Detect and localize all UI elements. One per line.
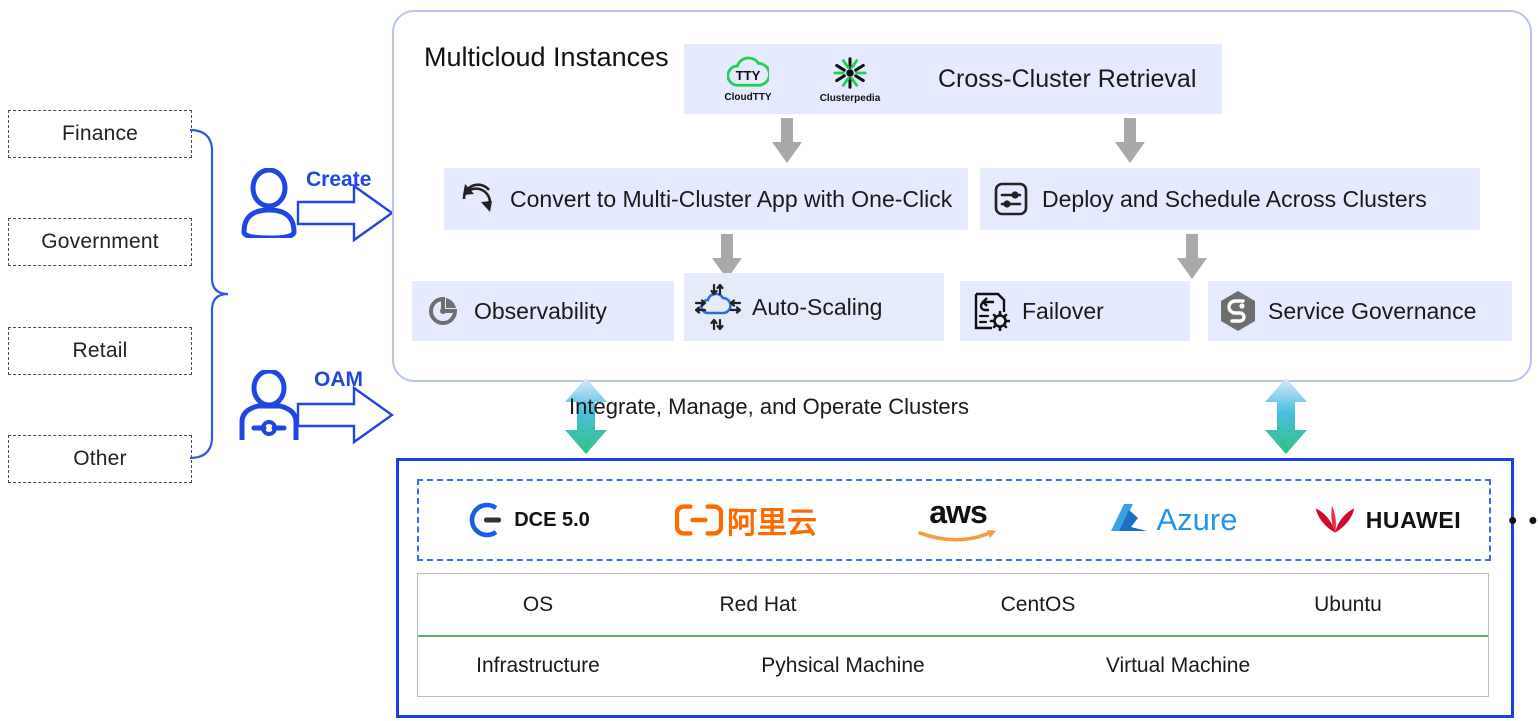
sliders-icon <box>980 181 1042 217</box>
aws-label: aws <box>929 493 987 530</box>
donut-chart-icon <box>412 293 474 329</box>
infra-physical-machine: Pyhsical Machine <box>761 653 925 677</box>
infrastructure-panel: DCE 5.0 阿里云 aws Azure <box>396 458 1538 718</box>
observability-label: Observability <box>474 297 607 324</box>
observability-card[interactable]: Observability <box>412 281 674 341</box>
alibaba-cloud-logo[interactable]: 阿里云 <box>637 498 855 542</box>
table-divider <box>418 635 1488 637</box>
create-arrow <box>296 183 394 243</box>
user-wrench-icon <box>239 370 299 440</box>
down-arrow-icon <box>772 118 802 163</box>
service-governance-card[interactable]: Service Governance <box>1208 281 1512 341</box>
bidirectional-arrow-right <box>1265 378 1307 454</box>
industry-brace <box>189 128 229 460</box>
huawei-label: HUAWEI <box>1365 506 1462 533</box>
industry-label: Retail <box>72 339 128 362</box>
user-icon <box>241 168 297 238</box>
industry-box-government[interactable]: Government <box>8 218 192 266</box>
dce-logo[interactable]: DCE 5.0 <box>419 500 637 540</box>
os-centos: CentOS <box>1000 592 1076 616</box>
create-actor-label: Create <box>306 168 372 191</box>
os-row-header: OS <box>522 592 554 616</box>
os-redhat: Red Hat <box>719 592 797 616</box>
failover-card[interactable]: Failover <box>960 281 1190 341</box>
industry-label: Government <box>41 230 159 253</box>
industry-box-retail[interactable]: Retail <box>8 327 192 375</box>
svg-text:TTY: TTY <box>736 68 761 83</box>
down-arrow-icon <box>1115 118 1145 163</box>
os-ubuntu: Ubuntu <box>1314 592 1382 616</box>
industry-box-other[interactable]: Other <box>8 435 192 483</box>
infra-virtual-machine: Virtual Machine <box>1105 653 1251 677</box>
huawei-logo[interactable]: HUAWEI <box>1283 503 1489 537</box>
cloudtty-logo: TTY CloudTTY <box>700 56 796 103</box>
down-arrow-icon <box>1177 234 1207 279</box>
cloudtty-label: CloudTTY <box>724 91 772 103</box>
deploy-schedule-clusters-label: Deploy and Schedule Across Clusters <box>1042 185 1427 212</box>
convert-multicluster-app-label: Convert to Multi-Cluster App with One-Cl… <box>510 185 953 212</box>
convert-multicluster-app-card[interactable]: Convert to Multi-Cluster App with One-Cl… <box>444 168 968 230</box>
cross-cluster-retrieval-card[interactable]: TTY CloudTTY Clusterpedia Cross-Cluster … <box>684 44 1222 114</box>
industry-label: Finance <box>61 122 139 145</box>
dce-label: DCE 5.0 <box>514 508 590 531</box>
aws-logo[interactable]: aws <box>855 496 1061 545</box>
infra-row-header: Infrastructure <box>476 653 600 677</box>
table-row-os: OS Red Hat CentOS Ubuntu <box>418 574 1488 635</box>
table-row-infrastructure: Infrastructure Pyhsical Machine Virtual … <box>418 635 1488 696</box>
bidirectional-arrow-left <box>565 378 607 454</box>
mesh-hexagon-icon <box>1208 290 1268 332</box>
sync-icon <box>444 180 510 218</box>
clusterpedia-label: Clusterpedia <box>819 92 881 104</box>
auto-scaling-card[interactable]: Auto-Scaling <box>684 273 944 341</box>
down-arrow-icon <box>712 234 742 279</box>
industry-box-finance[interactable]: Finance <box>8 110 192 158</box>
oam-actor-label: OAM <box>314 368 363 391</box>
azure-label: Azure <box>1156 502 1238 537</box>
industry-label: Other <box>73 447 127 470</box>
more-vendors-ellipsis[interactable]: • • • <box>1508 504 1538 535</box>
auto-scaling-label: Auto-Scaling <box>752 293 883 320</box>
integrate-manage-operate-label: Integrate, Manage, and Operate Clusters <box>569 394 969 419</box>
service-governance-label: Service Governance <box>1268 297 1477 324</box>
cloud-vendor-strip: DCE 5.0 阿里云 aws Azure <box>417 479 1538 561</box>
clusterpedia-logo: Clusterpedia <box>796 55 904 104</box>
azure-logo[interactable]: Azure <box>1061 501 1283 539</box>
cross-cluster-retrieval-label: Cross-Cluster Retrieval <box>938 64 1197 93</box>
cloud-scale-icon <box>684 282 752 332</box>
document-gear-icon <box>960 291 1022 331</box>
deploy-schedule-clusters-card[interactable]: Deploy and Schedule Across Clusters <box>980 168 1480 230</box>
oam-arrow <box>296 385 394 445</box>
alibaba-cloud-label: 阿里云 <box>727 507 817 540</box>
os-infrastructure-table: OS Red Hat CentOS Ubuntu Infrastructure … <box>417 573 1489 697</box>
failover-label: Failover <box>1022 297 1104 324</box>
page-title: Multicloud Instances <box>424 42 669 72</box>
